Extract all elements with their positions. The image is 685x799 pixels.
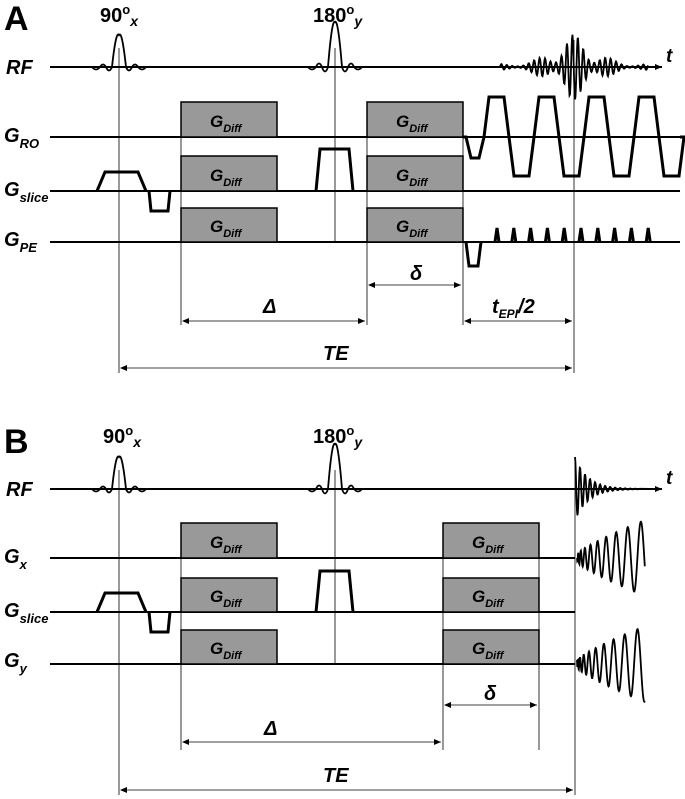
panel-b-gx-label: Gx <box>4 546 28 572</box>
panel-a-gdiff-slice-1: GDiff <box>180 155 278 192</box>
svg-text:GDiff: GDiff <box>210 112 243 135</box>
panel-a-time-label: t <box>666 46 673 67</box>
svg-text:GDiff: GDiff <box>472 533 505 556</box>
svg-text:GDiff: GDiff <box>210 587 243 610</box>
panel-a-letter: A <box>4 0 29 38</box>
panel-a-gpe-label: GPE <box>4 229 37 255</box>
panel-a-pe-prephase <box>464 241 483 268</box>
panel-b-spiral-gx-waveform <box>576 520 646 593</box>
panel-a-gdiff-pe-2: GDiff <box>366 207 464 243</box>
panel-b-rf-fid-signal <box>574 456 661 516</box>
panel-a-slice-refocus <box>147 190 172 213</box>
panel-b-gdiff-slice-2: GDiff <box>442 577 540 613</box>
panel-b-rf-label: RF <box>6 479 33 501</box>
panel-a-delta-big-label: Δ <box>262 296 276 318</box>
panel-a-pulse-90-label: 90ox <box>100 2 139 29</box>
svg-text:GDiff: GDiff <box>396 112 429 135</box>
panel-b-te-label: TE <box>323 765 349 787</box>
panel-b-gdiff-y-1: GDiff <box>180 629 278 665</box>
panel-b-delta-big-label: Δ <box>263 718 277 740</box>
panel-b-letter: B <box>4 423 29 461</box>
panel-b-gdiff-y-2: GDiff <box>442 629 540 665</box>
panel-b: B 90ox 180oy RF Gx Gslice Gy t GDiff GDi… <box>4 423 673 795</box>
svg-text:GDiff: GDiff <box>472 639 505 662</box>
panel-a-slice-select-180 <box>314 147 355 192</box>
panel-b-gdiff-x-2: GDiff <box>442 522 540 559</box>
panel-a-te-label: TE <box>323 343 349 365</box>
svg-text:GDiff: GDiff <box>210 217 243 240</box>
panel-b-gdiff-slice-1: GDiff <box>180 577 278 613</box>
panel-b-slice-select-180 <box>314 569 355 613</box>
panel-b-rf-90-pulse <box>91 455 147 494</box>
panel-b-spiral-gy-waveform <box>576 627 646 703</box>
panel-a: A 90ox 180oy RF GRO Gslice GPE t GDiff <box>4 0 685 373</box>
panel-a-pe-blips <box>493 227 652 243</box>
panel-a-rf-90-pulse <box>91 33 147 72</box>
panel-a-pulse-180-label: 180oy <box>313 2 363 29</box>
panel-a-rf-180-pulse <box>307 20 363 73</box>
panel-a-delta-small-label: δ <box>410 263 423 285</box>
svg-text:GDiff: GDiff <box>396 166 429 189</box>
panel-a-epi-readout-gradient <box>463 95 685 178</box>
panel-b-pulse-180-label: 180oy <box>313 423 363 450</box>
panel-a-tepi-label: tEPI/2 <box>492 296 535 321</box>
panel-b-gy-label: Gy <box>4 650 28 676</box>
panel-b-gslice-label: Gslice <box>4 600 48 626</box>
panel-b-delta-small-label: δ <box>484 683 497 705</box>
panel-a-gdiff-pe-1: GDiff <box>180 207 278 243</box>
panel-a-gdiff-ro-2: GDiff <box>366 101 464 138</box>
svg-text:GDiff: GDiff <box>210 533 243 556</box>
panel-a-gdiff-ro-1: GDiff <box>180 101 278 138</box>
panel-a-rf-echo-signal <box>499 34 649 100</box>
svg-text:GDiff: GDiff <box>396 217 429 240</box>
panel-a-slice-select-90 <box>95 170 148 192</box>
svg-text:GDiff: GDiff <box>472 587 505 610</box>
svg-text:GDiff: GDiff <box>210 166 243 189</box>
panel-a-gro-label: GRO <box>4 125 39 151</box>
panel-a-gslice-label: Gslice <box>4 179 48 205</box>
panel-b-slice-refocus <box>147 611 172 634</box>
panel-a-rf-label: RF <box>6 57 33 79</box>
svg-text:GDiff: GDiff <box>210 639 243 662</box>
panel-b-rf-180-pulse <box>307 442 363 495</box>
panel-b-time-label: t <box>666 468 673 489</box>
panel-b-gdiff-x-1: GDiff <box>180 522 278 559</box>
panel-b-slice-select-90 <box>95 591 148 613</box>
panel-a-gdiff-slice-2: GDiff <box>366 155 464 192</box>
panel-b-pulse-90-label: 90ox <box>103 423 142 450</box>
